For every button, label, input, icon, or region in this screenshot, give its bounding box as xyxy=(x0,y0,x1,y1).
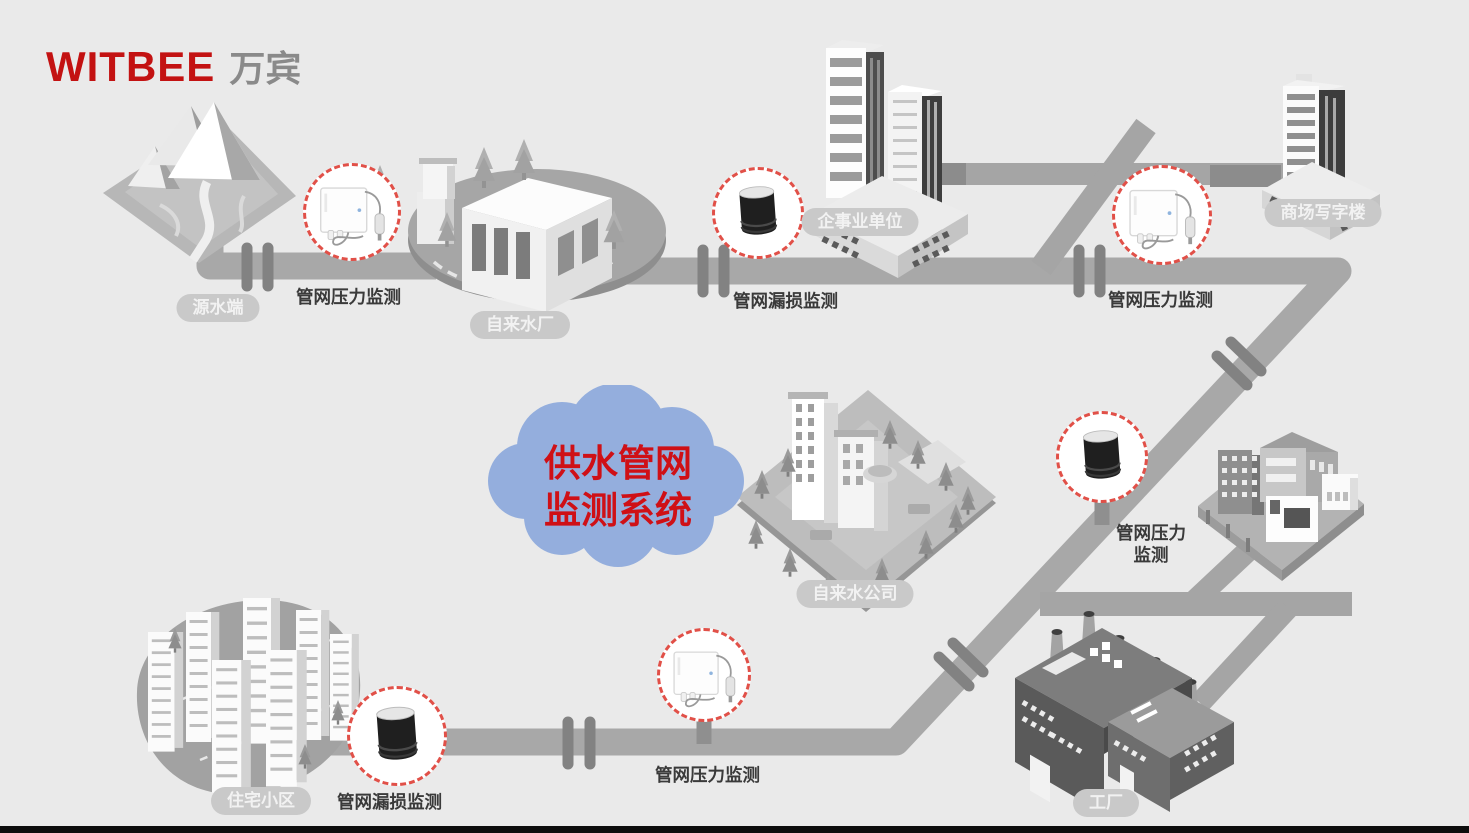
cloud-shape xyxy=(488,385,744,567)
location-label-residential: 住宅小区 xyxy=(211,787,311,816)
water-company-illustration xyxy=(737,390,996,612)
sensor-label-pressure-mid-line2: 监测 xyxy=(1133,544,1169,565)
sensor-label-pressure-bottom: 管网压力监测 xyxy=(655,765,760,785)
mountain-illustration xyxy=(103,102,296,263)
water-plant-illustration xyxy=(371,139,666,312)
pressure-monitor-device-icon xyxy=(1056,411,1148,503)
sensor-label-pressure-mid-line1: 管网压力 xyxy=(1116,523,1186,543)
sensor-label-leak-main: 管网漏损监测 xyxy=(733,291,838,311)
pipe-joints xyxy=(241,242,1267,770)
pressure-monitor-device-icon xyxy=(1112,165,1212,265)
commercial-complex-illustration xyxy=(1198,432,1364,581)
logo-brand-cn-text: 万宾 xyxy=(229,48,302,89)
system-title-line2: 监测系统 xyxy=(544,490,692,532)
pressure-monitor-device-icon xyxy=(657,628,751,722)
sensor-label-pressure-mall: 管网压力监测 xyxy=(1108,290,1213,310)
enterprise-building-illustration xyxy=(812,40,968,278)
location-label-mall: 商场写字楼 xyxy=(1264,199,1382,228)
system-title-line1: 供水管网 xyxy=(544,443,692,484)
system-title: 供水管网 监测系统 xyxy=(544,440,692,535)
location-label-factory: 工厂 xyxy=(1073,789,1139,818)
logo-brand-text: WITBEE xyxy=(46,43,216,90)
location-label-enterprise: 企事业单位 xyxy=(801,208,919,237)
logo: WITBEE 万宾 xyxy=(46,40,301,92)
residential-area-illustration xyxy=(136,598,361,795)
sensor-label-pressure-source: 管网压力监测 xyxy=(296,287,401,307)
factory-illustration xyxy=(1015,611,1234,814)
location-label-source: 源水端 xyxy=(176,294,260,323)
sensor-label-leak-residential: 管网漏损监测 xyxy=(337,792,442,812)
leak-monitor-device-icon xyxy=(712,167,804,259)
sensor-label-pressure-mid: 管网压力 监测 xyxy=(1116,523,1186,567)
bottom-edge-bar xyxy=(0,826,1469,833)
pipe-network xyxy=(196,118,1352,770)
location-label-water-plant: 自来水厂 xyxy=(470,311,570,340)
leak-monitor-device-icon xyxy=(347,686,447,786)
location-label-water-company: 自来水公司 xyxy=(796,580,914,609)
pressure-monitor-device-icon xyxy=(303,163,401,261)
